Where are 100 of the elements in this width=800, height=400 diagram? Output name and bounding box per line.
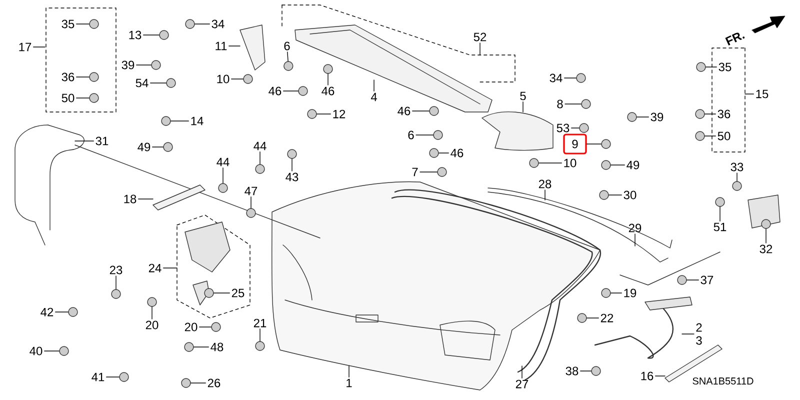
part-icon	[204, 288, 214, 298]
part-icon	[147, 297, 157, 307]
callout-number: 44	[254, 142, 266, 150]
callout-number: 19	[624, 288, 636, 298]
callout-number: 25	[232, 288, 244, 298]
part-icon	[601, 139, 611, 149]
leader-line	[412, 110, 430, 112]
leader-line	[194, 346, 209, 348]
part-icon	[601, 288, 611, 298]
callout-number: 20	[146, 320, 158, 330]
callout-number: 49	[138, 142, 150, 152]
leader-line	[136, 64, 152, 66]
leader-line	[580, 370, 592, 372]
part-icon	[287, 149, 297, 159]
callout-number: 21	[254, 318, 266, 328]
callout-number: 23	[110, 266, 122, 274]
callout-number: 50	[718, 132, 730, 140]
part-icon	[429, 106, 439, 116]
callout-number: 7	[412, 168, 418, 176]
leader-line	[170, 120, 189, 122]
part-icon	[246, 208, 256, 218]
callout-number: 16	[641, 372, 654, 380]
callout-number: 24	[148, 264, 162, 272]
callout-number: 36	[718, 110, 730, 118]
callout-number: 52	[474, 32, 486, 42]
callout-number: 22	[600, 314, 614, 322]
part-icon	[601, 160, 611, 170]
callout-number: 18	[124, 194, 136, 204]
part-icon	[181, 378, 191, 388]
callout-number: 48	[210, 342, 224, 352]
callout-number: 35	[62, 20, 74, 28]
leader-line	[736, 172, 738, 182]
part-icon	[184, 342, 194, 352]
leader-line	[522, 102, 524, 112]
part-icon	[89, 93, 99, 103]
callout-number: 34	[212, 20, 224, 28]
callout-number: 36	[62, 72, 74, 82]
direction-label: FR.	[725, 32, 745, 46]
leader-line	[706, 66, 717, 68]
part-icon	[166, 78, 176, 88]
part-icon	[307, 109, 317, 119]
leader-line	[348, 366, 350, 378]
part-icon	[298, 86, 308, 96]
part-icon	[695, 131, 705, 141]
callout-number: 33	[730, 162, 744, 172]
leader-line	[33, 46, 46, 48]
callout-number: 37	[700, 276, 714, 284]
part-icon	[429, 148, 439, 158]
leader-line	[199, 326, 212, 328]
callout-number: 38	[566, 366, 578, 376]
leader-line	[610, 164, 625, 166]
callout-number: 53	[556, 124, 570, 132]
callout-number: 12	[333, 110, 346, 118]
part-icon	[243, 74, 253, 84]
callout-number: 5	[520, 92, 526, 100]
leader-line	[610, 292, 622, 294]
callout-number: 46	[268, 86, 282, 96]
callout-number: 14	[191, 116, 204, 126]
leader-line	[636, 116, 649, 118]
part-icon	[576, 73, 586, 83]
leader-line	[538, 162, 562, 164]
leader-line	[152, 146, 164, 148]
leader-line	[44, 350, 60, 352]
callout-number: 46	[398, 106, 410, 116]
diagram-code: SNA1B5511D	[692, 377, 754, 385]
callout-number: 46	[322, 86, 334, 96]
leader-line	[143, 34, 160, 36]
callout-number: 39	[122, 60, 134, 70]
part-icon	[677, 275, 687, 285]
part-icon	[529, 158, 539, 168]
callout-number: 30	[624, 190, 636, 200]
leader-line	[250, 196, 252, 208]
part-icon	[732, 181, 742, 191]
part-icon	[696, 62, 706, 72]
callout-number: 49	[626, 160, 640, 170]
callout-number: 27	[516, 380, 528, 388]
part-icon	[323, 64, 333, 74]
part-icon	[159, 30, 169, 40]
callout-number: 29	[628, 224, 642, 232]
callout-number: 42	[40, 308, 54, 316]
part-icon	[89, 19, 99, 29]
callout-number: 26	[208, 378, 220, 388]
callout-number: 13	[129, 30, 142, 40]
callout-number: 32	[760, 244, 772, 254]
leader-line	[138, 198, 154, 200]
leader-line	[150, 82, 166, 84]
part-icon	[761, 219, 771, 229]
callout-number: 9	[563, 134, 587, 154]
part-icon	[59, 346, 69, 356]
callout-number: 46	[450, 148, 464, 158]
callout-number: 20	[184, 322, 198, 332]
callout-number: 6	[408, 130, 414, 140]
callout-number: 28	[538, 180, 552, 188]
callout-number: 47	[244, 186, 258, 196]
leader-line	[438, 152, 449, 154]
callout-number: 50	[62, 94, 74, 102]
leader-line	[76, 76, 90, 78]
callout-number: 17	[19, 42, 32, 52]
callout-number: 10	[217, 74, 230, 84]
part-icon	[591, 366, 601, 376]
